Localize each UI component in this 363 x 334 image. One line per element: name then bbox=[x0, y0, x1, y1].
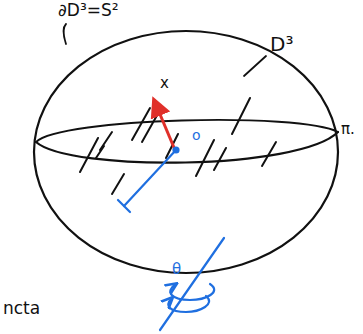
equator-back bbox=[36, 120, 338, 142]
center-dot bbox=[174, 148, 179, 153]
ball-label: D³ bbox=[270, 34, 293, 54]
plane-label: π. bbox=[341, 122, 355, 137]
equator-front bbox=[36, 132, 338, 163]
rotation-arrow bbox=[168, 296, 209, 312]
leader-line bbox=[244, 56, 266, 76]
hatching bbox=[80, 98, 276, 194]
axis-tick bbox=[118, 200, 130, 212]
boundary-label: ∂D³=S² bbox=[58, 2, 119, 19]
angle-label: θ bbox=[172, 262, 181, 277]
vector-arrow bbox=[154, 100, 175, 150]
sphere-outline bbox=[34, 31, 338, 273]
axis-line bbox=[124, 150, 176, 206]
vector-label: x bbox=[160, 76, 169, 91]
origin-label: o bbox=[192, 128, 201, 142]
rotation-axis bbox=[160, 238, 224, 330]
leader-line bbox=[64, 24, 66, 44]
note-text: ncta bbox=[3, 300, 40, 317]
